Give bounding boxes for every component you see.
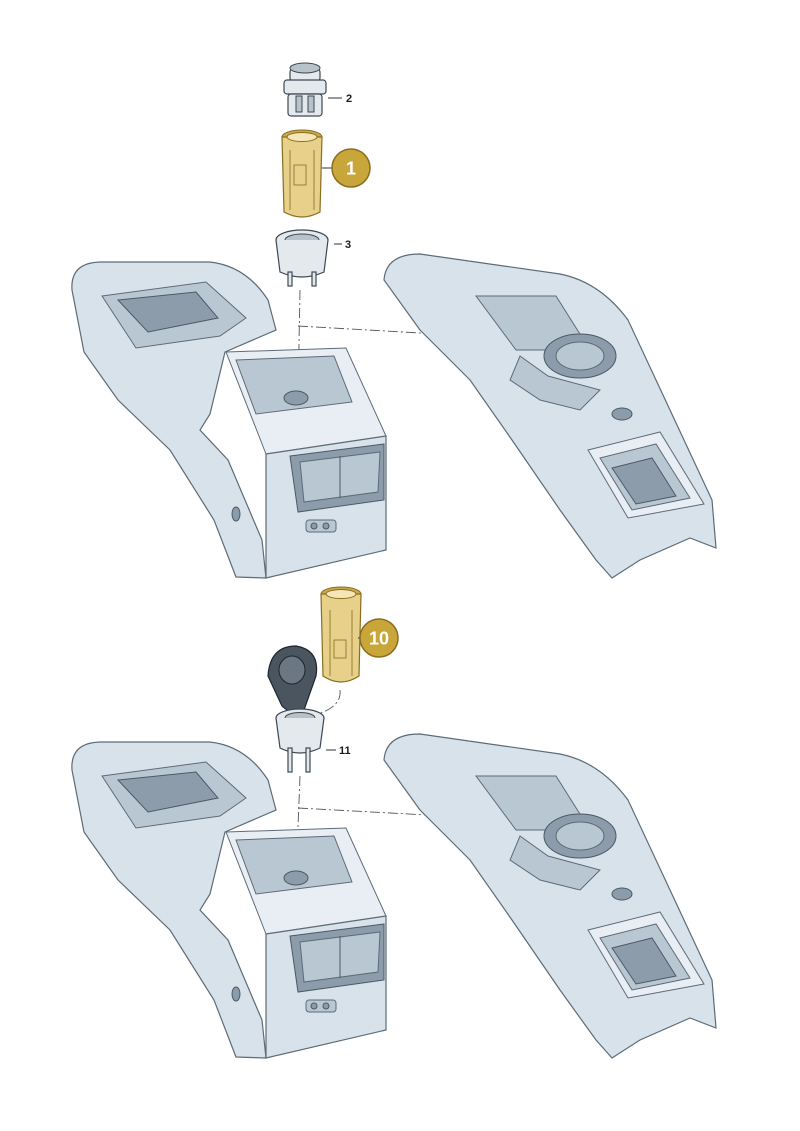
callout-badge-10: 10 (358, 618, 399, 658)
bottom-assembly: 10 11 (71, 586, 717, 1059)
callout-2: 2 (346, 93, 352, 105)
top-assembly: 2 3 (71, 62, 717, 579)
center-console-left-top (71, 261, 387, 579)
part-3-bezel (275, 229, 329, 287)
callout-3: 3 (345, 239, 351, 251)
part-2-plug (283, 62, 327, 117)
part-1-socket (281, 129, 323, 218)
callout-1: 1 (346, 159, 356, 179)
part-11-socket-cap (267, 645, 325, 773)
part-10-socket (320, 586, 362, 683)
callout-10: 10 (369, 629, 389, 649)
callout-11: 11 (339, 745, 351, 757)
center-console-left-bottom (71, 741, 387, 1059)
callout-badge-1: 1 (322, 148, 371, 188)
center-console-right-bottom (383, 733, 717, 1059)
center-console-right-top (383, 253, 717, 579)
